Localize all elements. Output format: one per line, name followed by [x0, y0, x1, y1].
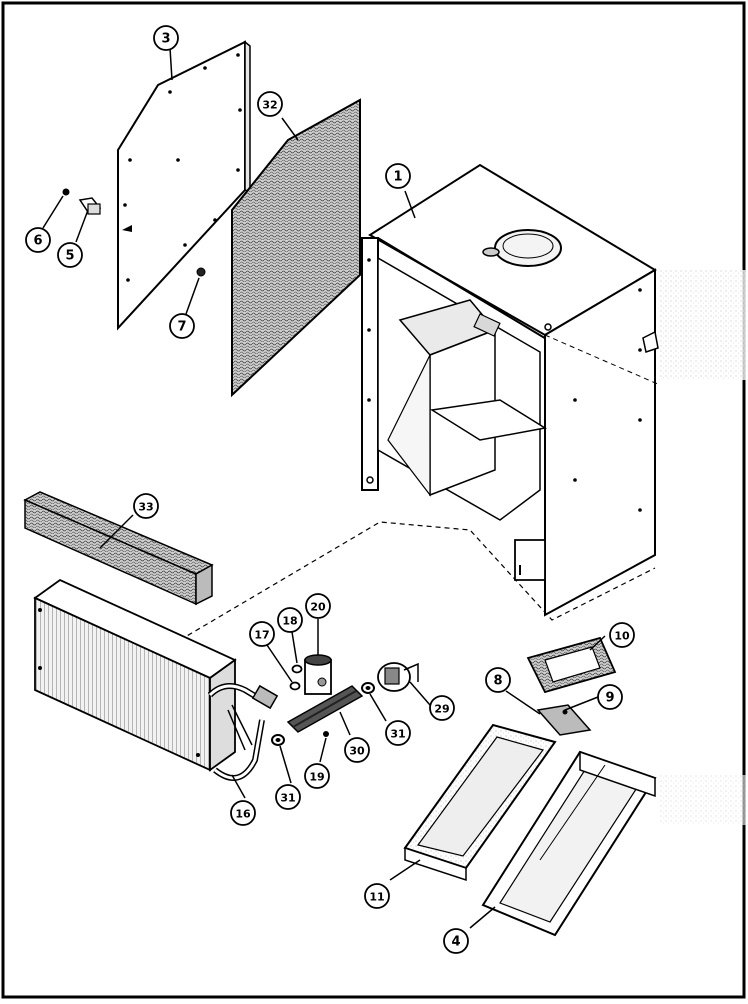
o-ring-part-17 [289, 681, 301, 691]
callout-5: 5 [57, 242, 83, 268]
callout-circle [364, 883, 390, 909]
callout-number: 11 [369, 891, 384, 904]
callout-30: 30 [344, 737, 370, 763]
callout-number: 6 [33, 234, 42, 249]
callout-3: 3 [153, 25, 179, 51]
tube-part-30 [286, 685, 364, 733]
callout-11: 11 [364, 883, 390, 909]
switch-part-29 [377, 662, 419, 692]
callout-7: 7 [169, 313, 195, 339]
callout-number: 31 [390, 728, 405, 741]
screw-part-19 [323, 731, 329, 737]
callout-circle [249, 621, 275, 647]
callout-number: 9 [605, 691, 614, 706]
callout-20: 20 [305, 593, 331, 619]
callout-number: 30 [349, 745, 365, 758]
o-ring-part-18 [291, 664, 303, 674]
gasket-part-10 [526, 636, 617, 694]
callout-19: 19 [304, 763, 330, 789]
panel-part-3 [117, 40, 251, 331]
callout-33: 33 [133, 493, 159, 519]
callout-number: 18 [282, 615, 297, 628]
callout-circle [485, 667, 511, 693]
callout-number: 5 [65, 249, 74, 264]
callout-number: 32 [262, 99, 277, 112]
filter-part-32 [231, 98, 361, 398]
callout-number: 33 [138, 501, 153, 514]
clip-part-5 [78, 197, 102, 215]
callout-number: 7 [177, 320, 186, 335]
callout-9: 9 [597, 684, 623, 710]
callout-number: 29 [434, 703, 449, 716]
callout-circle [133, 493, 159, 519]
callout-circle [304, 763, 330, 789]
callout-number: 10 [614, 630, 630, 643]
callout-circle [25, 227, 51, 253]
callout-circle [385, 720, 411, 746]
pan-part-4 [481, 750, 657, 937]
callout-circle [305, 593, 331, 619]
callout-number: 17 [254, 629, 269, 642]
callout-4: 4 [443, 928, 469, 954]
callout-circle [169, 313, 195, 339]
scan-artifact [660, 270, 746, 380]
callout-8: 8 [485, 667, 511, 693]
callout-circle [344, 737, 370, 763]
callout-31b: 31 [275, 784, 301, 810]
callout-circle [277, 607, 303, 633]
valve-part-20 [304, 654, 332, 695]
callout-number: 8 [493, 674, 502, 689]
nut-part-31-upper [361, 682, 375, 694]
callout-16: 16 [230, 800, 256, 826]
core-part-16 [33, 578, 279, 781]
alignment-line [179, 521, 656, 641]
callout-number: 16 [235, 808, 251, 821]
callout-circle [257, 91, 283, 117]
callout-circle [57, 242, 83, 268]
callout-circle [230, 800, 256, 826]
callout-number: 19 [309, 771, 324, 784]
tray-part-11 [403, 723, 557, 882]
callout-circle [443, 928, 469, 954]
callout-17: 17 [249, 621, 275, 647]
leader-lines [42, 47, 606, 929]
callout-number: 4 [451, 935, 460, 950]
bracket-part-8 [536, 704, 592, 736]
callout-circle [385, 163, 411, 189]
callout-31a: 31 [385, 720, 411, 746]
screw-part-9 [562, 709, 568, 715]
scan-artifact [660, 775, 746, 825]
callout-6: 6 [25, 227, 51, 253]
alignment-line [544, 334, 661, 386]
nut-part-7 [196, 267, 206, 277]
callout-circle [429, 695, 455, 721]
callout-circle [609, 622, 635, 648]
callout-circle [275, 784, 301, 810]
screw-part-6 [62, 188, 70, 196]
callout-29: 29 [429, 695, 455, 721]
callout-number: 1 [393, 170, 402, 185]
callout-circle [597, 684, 623, 710]
callout-18: 18 [277, 607, 303, 633]
callout-number: 3 [161, 32, 170, 47]
callout-32: 32 [257, 91, 283, 117]
callout-10: 10 [609, 622, 635, 648]
callout-number: 31 [280, 792, 295, 805]
callout-circle [153, 25, 179, 51]
nut-part-31-lower [271, 734, 285, 746]
housing-part-1 [361, 163, 659, 617]
seal-part-33 [23, 491, 214, 606]
callout-number: 20 [310, 601, 326, 614]
callout-1: 1 [385, 163, 411, 189]
